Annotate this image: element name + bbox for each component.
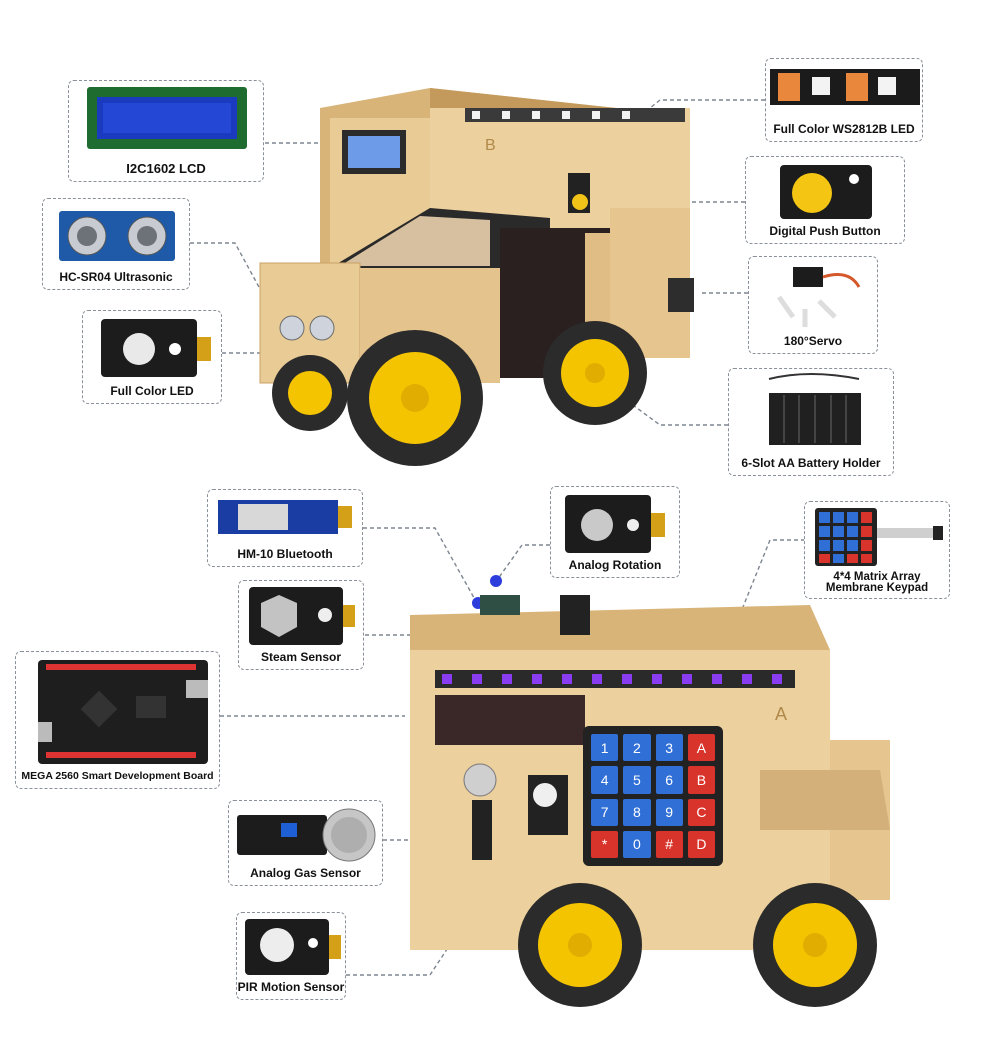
wheel	[518, 883, 642, 1007]
wheel	[272, 355, 348, 431]
steam-sensor-icon	[249, 587, 355, 645]
full-color-led-label: Full Color LED	[110, 384, 194, 398]
analog-rotation-label: Analog Rotation	[568, 558, 662, 572]
battery-holder-icon	[768, 373, 861, 445]
callout-bluetooth: HM-10 Bluetooth	[207, 489, 363, 567]
wheel	[347, 330, 483, 466]
mega-board-icon	[38, 660, 208, 764]
keypad-key: 3	[655, 734, 683, 762]
car-letter-b: B	[485, 137, 496, 154]
callout-battery-holder: 6-Slot AA Battery Holder	[728, 368, 894, 476]
push-button-icon	[780, 165, 872, 219]
callout-push-button: Digital Push Button	[745, 156, 905, 244]
keypad-key: 4	[591, 766, 619, 794]
callout-steam-sensor: Steam Sensor	[238, 580, 364, 670]
keypad-label-line2: Membrane Keypad	[825, 582, 929, 594]
ultrasonic-label: HC-SR04 Ultrasonic	[59, 270, 173, 284]
callout-lcd: I2C1602 LCD	[68, 80, 264, 182]
potentiometer-icon	[565, 495, 665, 553]
keypad-key: 9	[655, 798, 683, 826]
wheel	[543, 321, 647, 425]
keypad-key: 2	[623, 734, 651, 762]
keypad-key: #	[655, 830, 683, 858]
gas-sensor-label: Analog Gas Sensor	[250, 866, 361, 880]
callout-servo: 180°Servo	[748, 256, 878, 354]
servo-label: 180°Servo	[783, 334, 843, 348]
mega-board-label: MEGA 2560 Smart Development Board	[21, 770, 214, 782]
ultrasonic-icon	[59, 211, 175, 261]
callout-pir-sensor: PIR Motion Sensor	[236, 912, 346, 1000]
callout-ultrasonic: HC-SR04 Ultrasonic	[42, 198, 190, 290]
gas-sensor-icon	[237, 808, 376, 862]
lcd-label: I2C1602 LCD	[126, 161, 206, 176]
keypad-key: *	[591, 830, 619, 858]
steam-sensor-label: Steam Sensor	[260, 650, 342, 664]
keypad-key: A	[687, 734, 715, 762]
keypad-key: B	[687, 766, 715, 794]
ws2812b-label: Full Color WS2812B LED	[773, 122, 915, 136]
top-robot-car: B	[259, 88, 694, 466]
callout-full-color-led: Full Color LED	[82, 310, 222, 404]
callout-ws2812b: Full Color WS2812B LED	[765, 58, 923, 142]
callout-analog-rotation: Analog Rotation	[550, 486, 680, 578]
callout-gas-sensor: Analog Gas Sensor	[228, 800, 383, 886]
keypad-key: 0	[623, 830, 651, 858]
bluetooth-label: HM-10 Bluetooth	[237, 547, 333, 561]
bottom-robot-car: A	[410, 595, 890, 1007]
keypad-key: D	[687, 830, 715, 858]
keypad-icon	[815, 508, 943, 566]
keypad-key: 1	[591, 734, 619, 762]
pir-sensor-icon	[245, 919, 341, 975]
servo-icon	[776, 267, 861, 327]
bluetooth-module-icon	[218, 500, 352, 534]
keypad-label-line1: 4*4 Matrix Array	[833, 571, 921, 583]
led-strip-icon	[770, 69, 920, 105]
keypad-key: 8	[623, 798, 651, 826]
keypad-key: 7	[591, 798, 619, 826]
keypad-key: 5	[623, 766, 651, 794]
rgb-led-module-icon	[101, 319, 211, 377]
push-button-label: Digital Push Button	[769, 224, 881, 238]
callout-mega-board: MEGA 2560 Smart Development Board	[15, 651, 220, 789]
keypad-label: 4*4 Matrix Array Membrane Keypad	[805, 571, 949, 594]
lcd-module-icon	[87, 87, 247, 149]
keypad-key: C	[687, 798, 715, 826]
pir-sensor-label: PIR Motion Sensor	[237, 980, 345, 994]
battery-label: 6-Slot AA Battery Holder	[741, 456, 881, 470]
car-letter-a: A	[775, 704, 787, 724]
callout-keypad: 4*4 Matrix Array Membrane Keypad	[804, 501, 950, 599]
wheel	[753, 883, 877, 1007]
keypad-key: 6	[655, 766, 683, 794]
